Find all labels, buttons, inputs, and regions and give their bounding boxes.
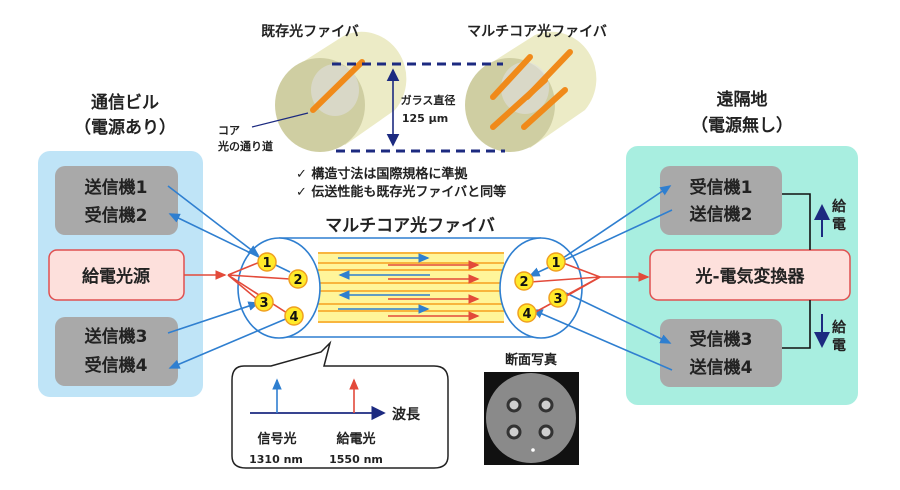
light-path-label: 光の通り道 — [217, 139, 273, 153]
left-title: 通信ビル — [91, 92, 159, 113]
power-line-upper — [782, 193, 811, 250]
left-subtitle: （電源あり） — [74, 117, 176, 138]
feed-label-upper-2: 電 — [832, 216, 846, 233]
cross-section-photo — [484, 372, 579, 465]
core-pointer-line — [251, 112, 309, 128]
left-core-3-label: 3 — [259, 296, 268, 311]
multicore-fiber-illustration — [465, 31, 597, 152]
transmitter-2: 送信機2 — [690, 204, 753, 225]
check-standard: ✓ 構造寸法は国際規格に準拠 — [296, 166, 468, 182]
right-core-1-label: 1 — [551, 256, 560, 271]
left-core-4 — [284, 306, 304, 326]
right-core-2 — [514, 271, 534, 291]
right-subtitle: （電源無し） — [691, 115, 793, 136]
left-core-3 — [254, 292, 274, 312]
receiver-4: 受信機4 — [85, 355, 148, 376]
left-core-2-label: 2 — [293, 273, 302, 288]
check-performance: ✓ 伝送性能も既存光ファイバと同等 — [296, 184, 506, 200]
transmitter-1: 送信機1 — [85, 177, 148, 198]
right-core-4 — [517, 303, 537, 323]
glass-diameter-label: ガラス直径 — [401, 93, 456, 107]
existing-fiber-label: 既存光ファイバ — [261, 23, 359, 40]
receiver-3: 受信機3 — [690, 329, 753, 350]
glass-diameter-value: 125 μm — [402, 112, 448, 125]
transmitter-3: 送信機3 — [85, 326, 148, 347]
power-light-label: 給電光 — [336, 431, 375, 447]
transmitter-4: 送信機4 — [690, 357, 753, 378]
left-connections — [167, 185, 291, 369]
multicore-fiber-label: マルチコア光ファイバ — [467, 23, 607, 40]
converter-label: 光-電気変換器 — [694, 266, 805, 287]
left-core-2 — [288, 269, 308, 289]
left-core-1 — [257, 252, 277, 272]
left-device-box-2 — [55, 317, 178, 386]
left-device-box-1 — [55, 166, 178, 235]
left-core-1-label: 1 — [262, 256, 271, 271]
existing-fiber-illustration — [275, 31, 407, 152]
signal-wavelength: 1310 nm — [249, 453, 303, 466]
left-core-4-label: 4 — [289, 310, 298, 325]
power-source-label: 給電光源 — [82, 266, 150, 287]
receiver-2: 受信機2 — [85, 205, 148, 226]
right-core-4-label: 4 — [522, 307, 531, 322]
wavelength-axis-label: 波長 — [392, 406, 421, 423]
right-core-3-label: 3 — [553, 292, 562, 307]
converter-box — [649, 249, 851, 301]
core-label: コア — [218, 124, 240, 137]
right-core-2-label: 2 — [519, 275, 528, 290]
signal-light-label: 信号光 — [257, 431, 296, 447]
right-connections — [528, 185, 673, 371]
core-rod — [310, 59, 365, 113]
right-core-1 — [546, 252, 566, 272]
right-title: 遠隔地 — [717, 89, 768, 110]
left-cores: 1 2 3 4 — [254, 252, 308, 326]
power-line-lower — [782, 300, 811, 349]
cross-section-title: 断面写真 — [505, 352, 557, 368]
feed-label-lower-1: 給 — [832, 319, 847, 336]
receiver-1: 受信機1 — [690, 177, 753, 198]
right-core-3 — [548, 288, 568, 308]
right-device-box-1 — [660, 166, 782, 235]
feed-label-upper-1: 給 — [832, 198, 847, 215]
power-wavelength: 1550 nm — [329, 453, 383, 466]
spectrum-callout — [231, 340, 449, 469]
feed-label-lower-2: 電 — [832, 337, 846, 354]
fiber-title: マルチコア光ファイバ — [325, 215, 495, 236]
right-device-box-2 — [660, 319, 782, 387]
right-cores: 1 2 3 4 — [514, 252, 568, 323]
